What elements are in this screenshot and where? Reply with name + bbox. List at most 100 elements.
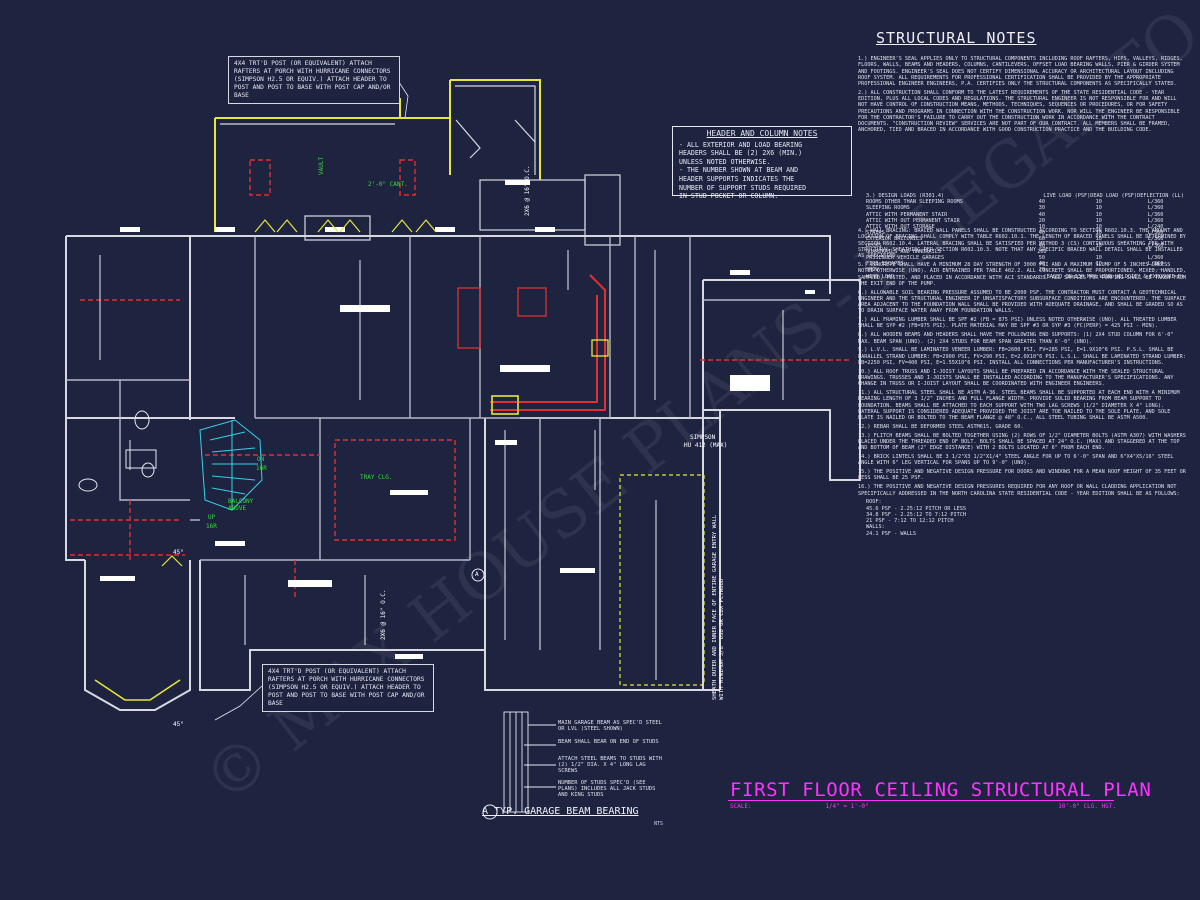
load-value: 10: [1095, 236, 1102, 243]
plan-detail-marker-circle: [471, 568, 485, 582]
load-value: L/360: [1147, 255, 1164, 262]
load-value: L/360: [1147, 217, 1164, 224]
load-name: EXTERIOR BALCONIES: [866, 236, 923, 243]
design-load-row: ATTIC WITH OUT PERMANENT STAIR 20 10 L/360: [866, 218, 1184, 224]
beams: [70, 159, 850, 600]
load-value: 200: [1037, 248, 1047, 255]
load-value: L/360: [1147, 205, 1164, 212]
note-11: 11.) ALL STRUCTURAL STEEL SHALL BE ASTM …: [858, 390, 1180, 422]
oc-label-bottom: 2x6 @ 16" O.C.: [380, 589, 387, 640]
hc-line: UNLESS NOTED OTHERWISE.: [679, 157, 771, 166]
load-name: DECKS: [866, 242, 882, 249]
fixtures: [78, 410, 157, 492]
load-name: ATTIC WITH OUT STORAGE: [866, 224, 935, 231]
title-underline: [728, 800, 1114, 801]
note-14: 14.) BRICK LINTELS SHALL BE 3 1/2"x3 1/2…: [858, 454, 1174, 467]
load-value: 10: [1095, 255, 1102, 262]
load-value: L/360: [1147, 199, 1164, 206]
note-12: 12.) REBAR SHALL BE DEFORMED STEEL ASTM6…: [858, 423, 1024, 430]
note-4: 4.) WALL BRACING: BRACED WALL PANELS SHA…: [858, 228, 1186, 260]
load-name: ATTIC WITH OUT PERMANENT STAIR: [866, 217, 960, 224]
load-name: GUARDRAILS AND HANDRAILS: [866, 248, 941, 255]
cant-label: 2'-0" CANT.: [368, 181, 408, 188]
load-value: 20: [1038, 267, 1045, 274]
balcony-label: BALCONY ABOVE: [228, 498, 254, 512]
load-value: 20: [1038, 217, 1045, 224]
note-6: 6.) ALLOWABLE SOIL BEARING PRESSURE ASSU…: [858, 289, 1186, 315]
kitchen-beam: [490, 274, 606, 411]
note-8: 8.) ALL WOODEN BEAMS AND HEADERS SHALL H…: [858, 332, 1174, 345]
note-7: 7.) ALL FRAMING LUMBER SHALL BE SPF #2 (…: [858, 317, 1177, 330]
load-value: L/360: [1147, 211, 1164, 218]
simpson-label: SIMPSON: [690, 434, 716, 441]
tray-ceiling-label: TRAY CLG.: [360, 474, 393, 481]
plan-detail-marker: A: [475, 571, 479, 578]
porch-note-bottom: 4x4 TRT'D POST (OR EQUIVALENT) ATTACH RA…: [262, 664, 434, 712]
kitchen-opening: [491, 395, 519, 415]
joist-arrows: [99, 250, 784, 680]
hc-line: HEADERS SHALL BE (2) 2x6 (MIN.): [679, 149, 803, 158]
pressure-line: 45.6 PSF - 2.25:12 PITCH OR LESS: [866, 505, 966, 512]
structural-notes-title: STRUCTURAL NOTES: [876, 29, 1037, 47]
design-load-row: GUARDRAILS AND HANDRAILS 200: [866, 249, 1184, 255]
load-value: 30: [1038, 205, 1045, 212]
beam-callouts: [100, 180, 815, 659]
pressure-line: WALLS:: [866, 524, 885, 531]
bar-island: [457, 287, 481, 349]
detail-legend-3: ATTACH STEEL BEAMS TO STUDS WITH (2) 1/2…: [558, 756, 662, 775]
note-1: 1.) ENGINEER'S SEAL APPLIES ONLY TO STRU…: [858, 56, 1183, 87]
note-5: 5.) CONCRETE SHALL HAVE A MINIMUM 28 DAY…: [858, 262, 1186, 287]
bay-window: [94, 679, 181, 701]
porch-note-bottom-text: 4x4 TRT'D POST (OR EQUIVALENT) ATTACH RA…: [268, 668, 425, 707]
load-value: 40: [1038, 261, 1045, 268]
load-value: 40: [1038, 242, 1045, 249]
note-9: 9.) L.V.L. SHALL BE LAMINATED VENEER LUM…: [858, 347, 1186, 366]
porch-note-top: 4x4 TRT'D POST (OR EQUIVALENT) ATTACH RA…: [228, 56, 400, 104]
load-value: 10: [1095, 261, 1102, 268]
rear-porch: [214, 79, 541, 232]
load-value: 40: [1038, 199, 1045, 206]
load-value: 10: [1095, 224, 1102, 231]
load-value: 50: [1038, 255, 1045, 262]
load-value: 60: [1038, 236, 1045, 243]
load-name: ATTIC WITH PERMANENT STAIR: [866, 211, 948, 218]
garage-beam-detail: [503, 711, 556, 813]
pressure-line: 34.8 PSF - 2.25:12 TO 7:12 PITCH: [866, 511, 966, 518]
load-value: ----: [1149, 267, 1162, 274]
load-value: 10: [1095, 211, 1102, 218]
hc-line: NUMBER OF SUPPORT STUDS REQUIRED: [679, 183, 807, 192]
note-2: 2.) ALL CONSTRUCTION SHALL CONFORM TO TH…: [858, 89, 1180, 134]
load-name: STAIRS: [866, 230, 885, 237]
design-load-row: WIND LOAD(BASED ON 130 MPH WIND VELOCITY…: [866, 274, 1184, 280]
col-dead-load: DEAD LOAD (PSF): [1090, 193, 1138, 199]
note-15: 15.) THE POSITIVE AND NEGATIVE DESIGN PR…: [858, 469, 1186, 482]
hc-line: IN STUD POCKET OR COLUMN.: [679, 192, 779, 201]
scale-label: SCALE:: [730, 803, 752, 810]
load-note: (BASED ON 130 MPH WIND VELOCITY & EXPOSU…: [1043, 273, 1184, 280]
vault-label: VAULT: [318, 156, 325, 175]
kitchen-island: [517, 287, 547, 317]
angle-label-2: 45°: [173, 721, 184, 728]
porch-outline: [220, 85, 621, 246]
design-loads-heading: 3.) DESIGN LOADS (R301.4): [866, 193, 945, 199]
garage-box: [619, 474, 705, 686]
detail-marker-circle: [482, 804, 498, 820]
load-name: FIRE ESCAPES: [866, 261, 904, 268]
porch-note-top-text: 4x4 TRT'D POST (OR EQUIVALENT) ATTACH RA…: [234, 60, 391, 99]
drawing-title: FIRST FLOOR CEILING STRUCTURAL PLAN: [730, 779, 1152, 801]
porch-doors: [161, 219, 437, 567]
note-10: 10.) ALL ROOF TRUSS AND I-JOIST LAYOUTS …: [858, 368, 1174, 388]
design-load-row: FIRE ESCAPES 40 10 L/360: [866, 261, 1184, 267]
load-value: L/360: [1147, 261, 1164, 268]
load-value: 10: [1095, 217, 1102, 224]
load-value: L/240: [1147, 224, 1164, 231]
